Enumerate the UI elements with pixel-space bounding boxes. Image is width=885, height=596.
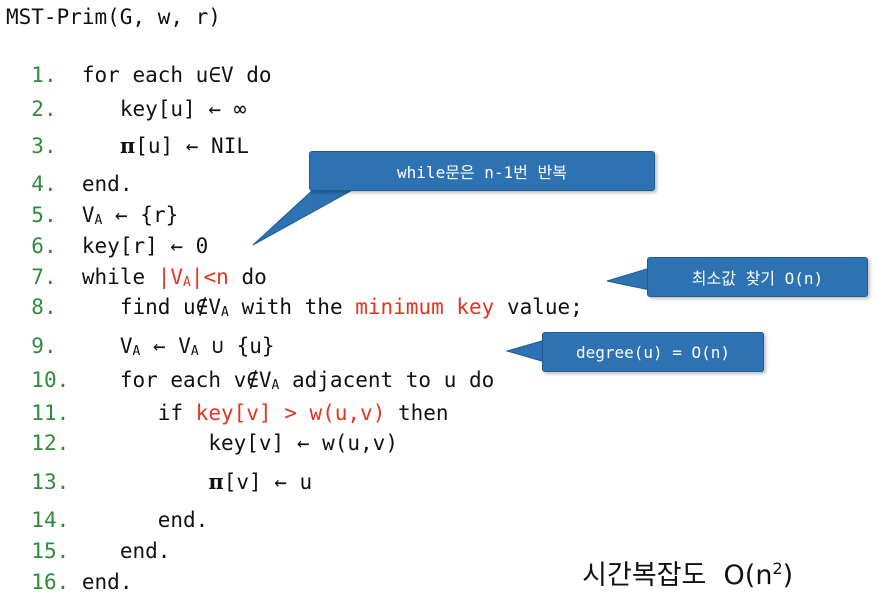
code-line-12: 12. key[v] ← w(u,v)	[6, 401, 398, 457]
line-number: 4.	[31, 172, 57, 196]
line-number: 11.	[31, 401, 70, 425]
subscript: A	[94, 213, 103, 228]
code-line-6: 6. key[r] ← 0	[6, 204, 208, 260]
code-text: ← V	[140, 334, 191, 358]
callout-text: while문은 n-1번 반복	[397, 163, 567, 182]
line-number: 15.	[31, 539, 70, 563]
code-line-3: 3. π[u] ← NIL	[6, 104, 249, 160]
subscript: A	[271, 378, 280, 393]
complexity-close: )	[782, 560, 794, 591]
line-number: 10.	[31, 368, 70, 392]
line-number: 2.	[31, 97, 57, 121]
highlight-text: key[v] > w(u,v)	[195, 401, 386, 425]
line-number: 7.	[31, 265, 57, 289]
code-text: then	[385, 401, 449, 425]
code-text: ← {r}	[102, 203, 179, 227]
code-line-1: 1. for each u∈V do	[6, 33, 272, 89]
code-line-5: 5. VA ← {r}	[6, 173, 178, 235]
code-text: for each u∈V do	[81, 63, 272, 87]
highlight-text: |<n	[190, 265, 229, 289]
code-line-15: 15. end.	[6, 509, 170, 565]
find-min-callout: 최소값 찾기 O(n)	[647, 257, 868, 297]
code-text: V	[119, 334, 133, 358]
code-text: end.	[81, 172, 133, 196]
code-line-8: 8. find u∉VA with the minimum key value;	[6, 265, 583, 327]
callout-text: 최소값 찾기 O(n)	[691, 269, 824, 288]
line-number: 9.	[31, 334, 57, 358]
code-text: do	[228, 265, 267, 289]
code-line-10: 10. for each v∉VA adjacent to u do	[6, 338, 494, 400]
code-text: [v] ← u	[223, 470, 313, 494]
code-line-4: 4. end.	[6, 142, 132, 198]
code-text: adjacent to u do	[279, 368, 495, 392]
line-number: 13.	[31, 470, 70, 494]
degree-callout-tail	[505, 339, 546, 363]
callout-tails	[252, 187, 651, 363]
line-number: 1.	[31, 63, 57, 87]
algorithm-title: MST-Prim(G, w, r)	[6, 5, 221, 29]
code-text: end.	[157, 508, 209, 532]
code-text: while	[81, 265, 158, 289]
min-callout-tail	[606, 267, 651, 291]
highlight-text: |V	[157, 265, 184, 289]
code-text: ∪ {u}	[198, 334, 275, 358]
code-text: end.	[119, 539, 171, 563]
code-line-7: 7. while |VA|<n do	[6, 235, 267, 297]
code-text: key[v] ← w(u,v)	[208, 431, 398, 455]
code-line-13: 13. π[v] ← u	[6, 440, 312, 496]
code-line-14: 14. end.	[6, 478, 208, 534]
code-text: V	[81, 203, 95, 227]
code-text: [u] ← NIL	[135, 134, 249, 158]
subscript: A	[190, 344, 199, 359]
while-loop-callout: while문은 n-1번 반복	[309, 151, 655, 191]
time-complexity: 시간복잡도 O(n2)	[565, 522, 793, 592]
code-text: if	[157, 401, 196, 425]
complexity-label: 시간복잡도 O(n	[582, 560, 773, 591]
pi-symbol: π	[119, 133, 136, 158]
subscript: A	[220, 305, 229, 320]
code-text: find u∉V	[119, 295, 221, 319]
complexity-exponent: 2	[772, 559, 783, 578]
while-callout-tail	[252, 187, 358, 246]
line-number: 3.	[31, 134, 57, 158]
subscript: A	[183, 275, 191, 290]
code-text: key[u] ← ∞	[119, 97, 247, 121]
code-line-11: 11. if key[v] > w(u,v) then	[6, 371, 449, 427]
code-text: for each v∉V	[119, 368, 272, 392]
line-number: 12.	[31, 431, 70, 455]
code-text: value;	[494, 295, 583, 319]
line-number: 14.	[31, 508, 70, 532]
degree-callout: degree(u) = O(n)	[542, 332, 764, 372]
callout-text: degree(u) = O(n)	[575, 342, 731, 362]
line-number: 8.	[31, 295, 57, 319]
subscript: A	[132, 344, 141, 359]
code-text: key[r] ← 0	[81, 234, 209, 258]
highlight-text: minimum key	[355, 295, 495, 319]
code-text: with the	[228, 295, 356, 319]
code-line-9: 9. VA ← VA ∪ {u}	[6, 304, 275, 366]
line-number: 6.	[31, 234, 57, 258]
code-line-2: 2. key[u] ← ∞	[6, 67, 246, 123]
pi-symbol: π	[208, 469, 224, 494]
line-number: 5.	[31, 203, 57, 227]
